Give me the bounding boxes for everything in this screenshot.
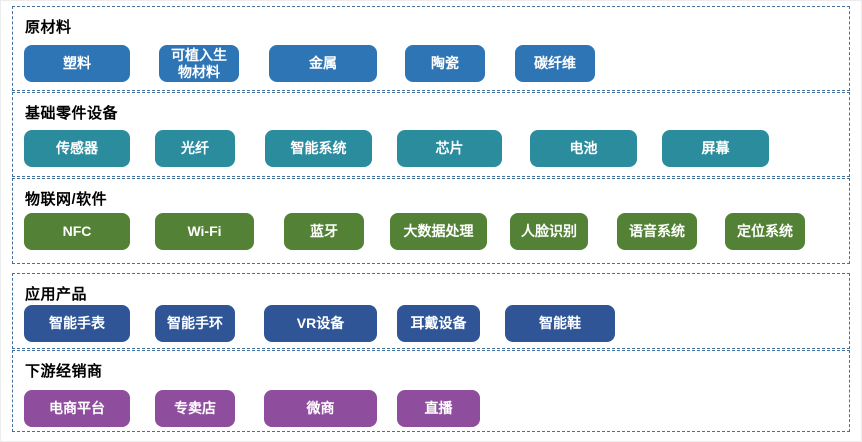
chip-iot-software-0: NFC	[24, 213, 130, 250]
chip-raw-materials-2: 金属	[269, 45, 377, 82]
chip-basic-components-4: 电池	[530, 130, 637, 167]
chip-basic-components-5: 屏幕	[662, 130, 769, 167]
section-basic-components: 基础零件设备传感器光纤智能系统芯片电池屏幕	[12, 92, 850, 177]
section-label-basic-components: 基础零件设备	[25, 105, 119, 122]
chip-basic-components-1: 光纤	[155, 130, 235, 167]
chip-downstream-distributors-3: 直播	[397, 390, 480, 427]
chip-iot-software-2: 蓝牙	[284, 213, 364, 250]
chip-application-products-0: 智能手表	[24, 305, 130, 342]
section-label-application-products: 应用产品	[25, 286, 88, 303]
chip-application-products-4: 智能鞋	[505, 305, 615, 342]
section-iot-software: 物联网/软件 NFC Wi-Fi 蓝牙大数据处理人脸识别语音系统定位系统	[12, 178, 850, 264]
chip-iot-software-4: 人脸识别	[510, 213, 588, 250]
section-label-iot-software: 物联网/软件	[25, 191, 108, 208]
chip-iot-software-1: Wi-Fi	[155, 213, 254, 250]
chip-raw-materials-0: 塑料	[24, 45, 130, 82]
chip-raw-materials-3: 陶瓷	[405, 45, 485, 82]
section-downstream-distributors: 下游经销商电商平台专卖店微商直播	[12, 350, 850, 432]
chip-downstream-distributors-2: 微商	[264, 390, 377, 427]
chip-raw-materials-4: 碳纤维	[515, 45, 595, 82]
chip-application-products-2: VR设备	[264, 305, 377, 342]
section-label-raw-materials: 原材料	[25, 19, 72, 36]
section-label-downstream-distributors: 下游经销商	[25, 363, 103, 380]
chip-raw-materials-1: 可植入生物材料	[159, 45, 239, 82]
chip-downstream-distributors-0: 电商平台	[24, 390, 130, 427]
section-application-products: 应用产品智能手表智能手环 VR设备耳戴设备智能鞋	[12, 273, 850, 349]
section-raw-materials: 原材料塑料可植入生物材料金属陶瓷碳纤维	[12, 6, 850, 91]
chip-basic-components-3: 芯片	[397, 130, 502, 167]
chip-basic-components-0: 传感器	[24, 130, 130, 167]
chip-basic-components-2: 智能系统	[265, 130, 372, 167]
chip-application-products-3: 耳戴设备	[397, 305, 480, 342]
chip-application-products-1: 智能手环	[155, 305, 235, 342]
chip-iot-software-3: 大数据处理	[390, 213, 487, 250]
chip-iot-software-6: 定位系统	[725, 213, 805, 250]
chip-downstream-distributors-1: 专卖店	[155, 390, 235, 427]
chip-iot-software-5: 语音系统	[617, 213, 697, 250]
